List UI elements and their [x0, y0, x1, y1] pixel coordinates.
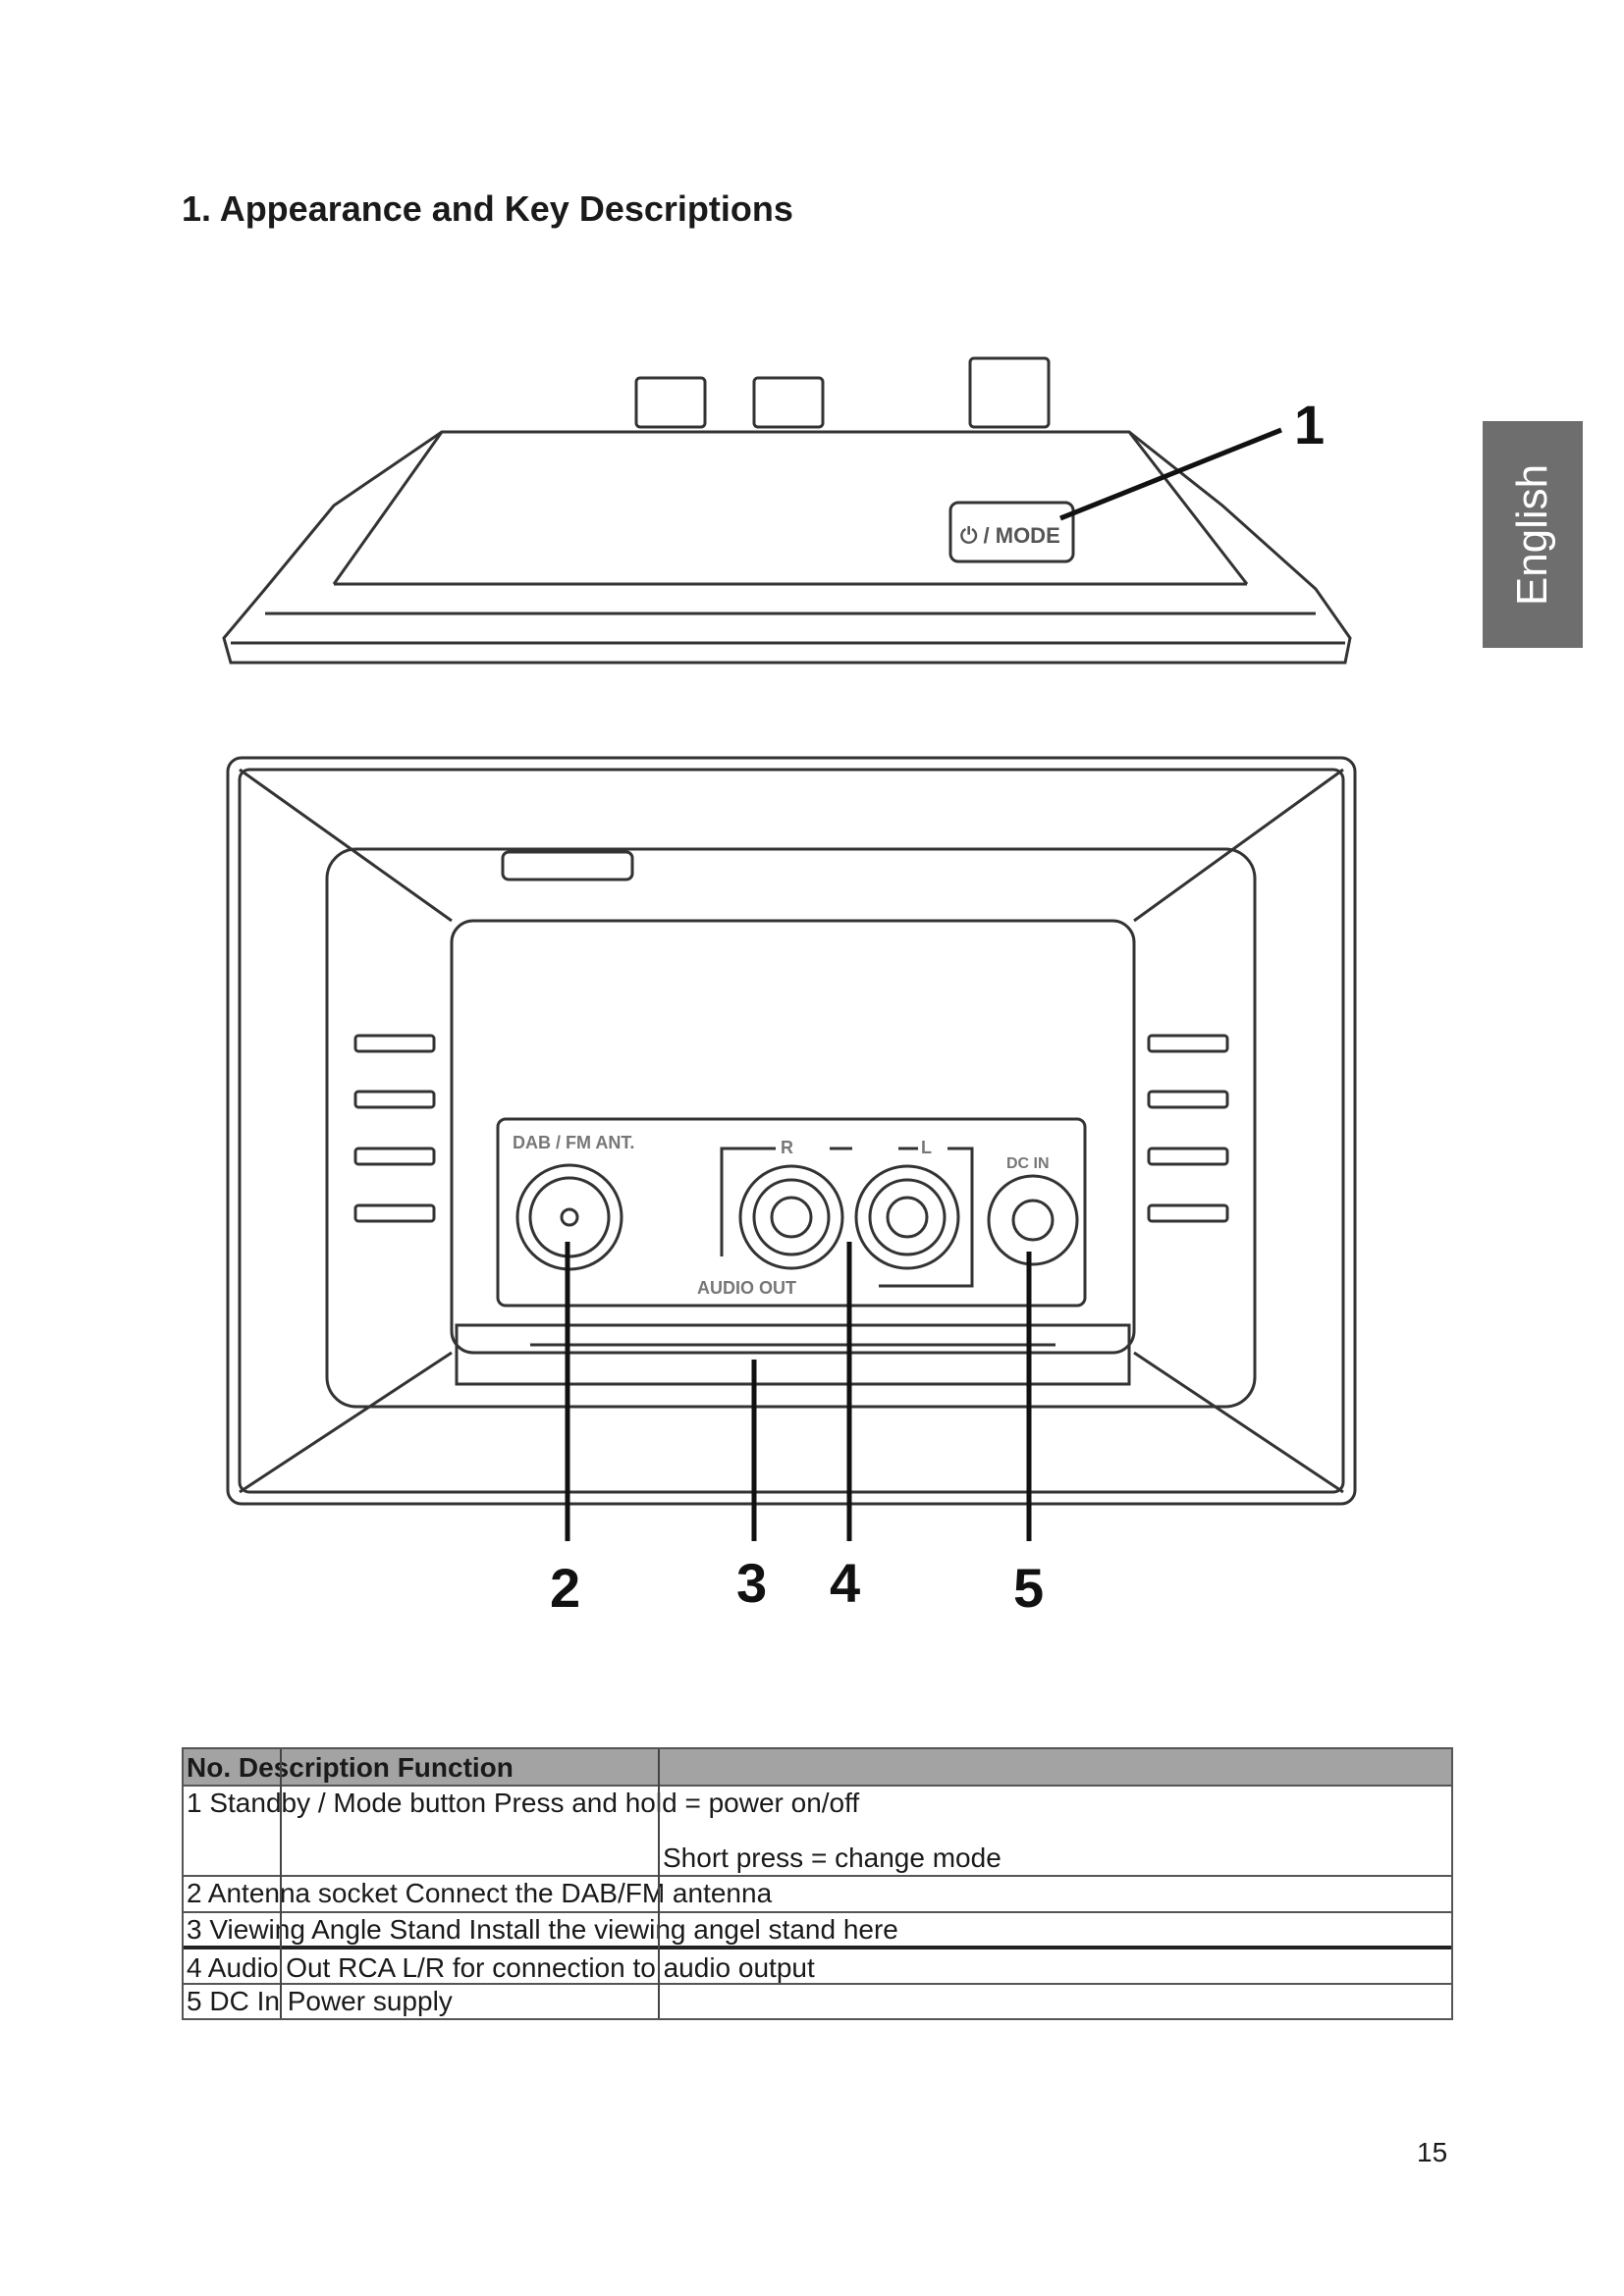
callout-1: 1 [1294, 394, 1326, 455]
right-channel-label: R [781, 1138, 793, 1157]
language-tab: English [1483, 421, 1583, 648]
column-divider [280, 1749, 282, 2018]
top-view [222, 356, 1352, 665]
table-row: 3 Viewing Angle Stand Install the viewin… [184, 1913, 1451, 1949]
table-row: 4 Audio Out RCA L/R for connection to au… [184, 1949, 1451, 1985]
connector-panel [496, 1117, 1087, 1308]
standby-mode-button [948, 501, 1075, 563]
antenna-label: DAB / FM ANT. [513, 1133, 634, 1152]
callout-4: 4 [830, 1552, 861, 1614]
dc-in-label: DC IN [1006, 1155, 1050, 1172]
row-text: 3 Viewing Angle Stand Install the viewin… [187, 1914, 898, 1945]
row-extra: Short press = change mode [663, 1842, 1001, 1873]
mode-button-label: ⏻ / MODE [960, 523, 1060, 548]
audio-out-label: AUDIO OUT [697, 1278, 796, 1298]
table-header: No. Description Function [187, 1752, 514, 1783]
left-channel-label: L [921, 1138, 932, 1157]
callout-3: 3 [736, 1552, 768, 1614]
row-text: 4 Audio Out RCA L/R for connection to au… [187, 1952, 815, 1983]
row-text: 5 DC In Power supply [187, 1986, 453, 2016]
callout-5: 5 [1013, 1557, 1045, 1619]
table-row: 5 DC In Power supply [184, 1985, 1451, 2020]
row-text: 2 Antenna socket Connect the DAB/FM ante… [187, 1878, 773, 1908]
page-number: 15 [1417, 2137, 1448, 2167]
row-text: 1 Standby / Mode button Press and hold =… [187, 1788, 860, 1818]
vent-slots-left [353, 1034, 436, 1223]
callout-line-1 [1059, 427, 1282, 521]
callout-lines [565, 1242, 1032, 1541]
table-header-row: No. Description Function [184, 1749, 1451, 1787]
table-row: 2 Antenna socket Connect the DAB/FM ante… [184, 1877, 1451, 1913]
vent-slots-right [1147, 1034, 1229, 1223]
key-description-table: No. Description Function 1 Standby / Mod… [182, 1747, 1453, 2020]
table-row: 1 Standby / Mode button Press and hold =… [184, 1787, 1451, 1877]
section-heading: 1. Appearance and Key Descriptions [182, 188, 793, 229]
column-divider [658, 1749, 660, 2018]
device-illustration: ⏻ / MODE DAB / FM ANT. R L AUDIO OUT DC … [222, 356, 1357, 1541]
back-view [226, 756, 1357, 1506]
callout-2: 2 [550, 1557, 581, 1619]
